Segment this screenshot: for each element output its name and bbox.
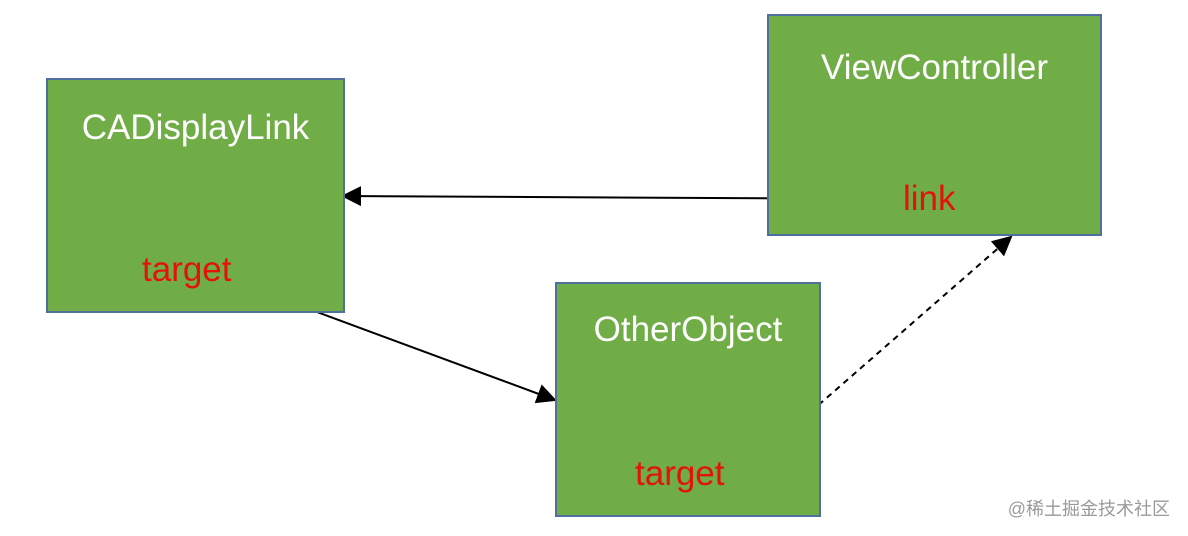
otherobject-target-label: target xyxy=(635,454,725,493)
cadisplaylink-box: CADisplayLink xyxy=(46,78,345,313)
cadisplaylink-title: CADisplayLink xyxy=(81,108,310,147)
watermark-text: @稀土掘金技术社区 xyxy=(1007,499,1170,519)
otherobject-title: OtherObject xyxy=(593,310,783,349)
viewcontroller-title: ViewController xyxy=(821,48,1048,87)
cadisplaylink-target-label: target xyxy=(142,250,232,289)
otherobject-box: OtherObject xyxy=(555,282,821,517)
viewcontroller-link-label: link xyxy=(903,179,956,218)
viewcontroller-box: ViewController xyxy=(767,14,1102,236)
